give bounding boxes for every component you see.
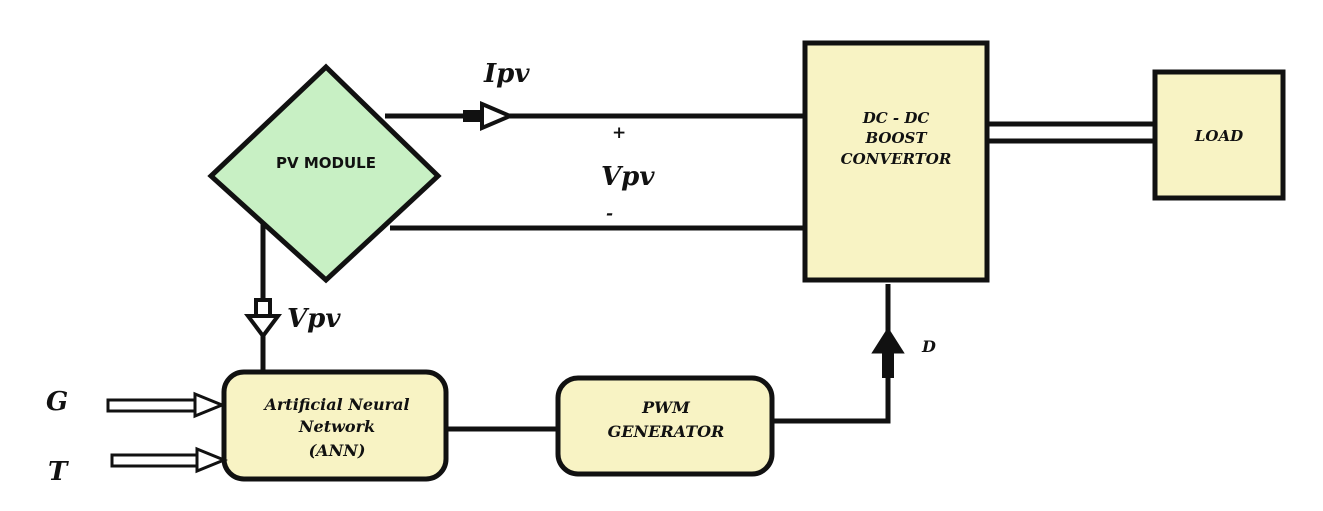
ipv-label: Ipv bbox=[483, 59, 530, 89]
minus-sign: - bbox=[606, 204, 613, 224]
t-input-arrow bbox=[110, 446, 228, 474]
load-label: LOAD bbox=[1194, 127, 1243, 145]
plus-sign: + bbox=[612, 123, 626, 143]
ipv-arrow bbox=[463, 100, 516, 132]
pv-module-block: PV MODULE bbox=[207, 63, 442, 284]
g-label: G bbox=[46, 387, 68, 417]
t-input-arrow-shaft bbox=[110, 453, 200, 468]
load-shape bbox=[1152, 69, 1286, 201]
pwm-generator-shape bbox=[555, 375, 775, 477]
ann-label-line-2: Network bbox=[298, 417, 375, 436]
boost-converter-label-line-3: CONVERTOR bbox=[841, 150, 952, 168]
duty-wire bbox=[770, 284, 891, 424]
g-input-arrow bbox=[106, 391, 226, 419]
vpv-label: Vpv bbox=[601, 162, 655, 192]
ann-shape bbox=[221, 369, 449, 482]
g-input-arrow-head bbox=[193, 391, 226, 419]
pv-module-shape bbox=[207, 63, 442, 284]
duty-label: D bbox=[921, 337, 936, 356]
ipv-arrow-tail bbox=[463, 110, 483, 122]
ipv-arrow-head bbox=[480, 100, 516, 132]
pwm-generator-label-line-2: GENERATOR bbox=[608, 422, 725, 441]
t-input-arrow-head bbox=[195, 446, 228, 474]
pwm-generator-label-line-1: PWM bbox=[641, 398, 691, 417]
boost-converter-label-line-2: BOOST bbox=[864, 129, 928, 147]
boost-converter-block: DC - DC BOOST CONVERTOR bbox=[802, 40, 990, 283]
pv-module-label: PV MODULE bbox=[276, 154, 376, 172]
duty-arrow bbox=[871, 327, 905, 378]
boost-converter-shape bbox=[802, 40, 990, 283]
ann-label-line-3: (ANN) bbox=[309, 441, 366, 460]
t-label: T bbox=[48, 457, 69, 487]
duty-arrow-head bbox=[871, 327, 905, 354]
pwm-generator-block: PWM GENERATOR bbox=[555, 375, 775, 477]
ann-block: Artificial Neural Network (ANN) bbox=[221, 369, 449, 482]
vpv-feedback-label: Vpv bbox=[287, 304, 341, 334]
load-block: LOAD bbox=[1152, 69, 1286, 201]
vpv-feedback-arrow-head bbox=[244, 314, 282, 340]
vpv-feedback-arrow bbox=[244, 298, 282, 340]
ann-label-line-1: Artificial Neural bbox=[262, 395, 409, 414]
g-input-arrow-shaft bbox=[106, 398, 198, 413]
boost-converter-label-line-1: DC - DC bbox=[862, 109, 930, 127]
duty-arrow-tail bbox=[882, 350, 894, 378]
